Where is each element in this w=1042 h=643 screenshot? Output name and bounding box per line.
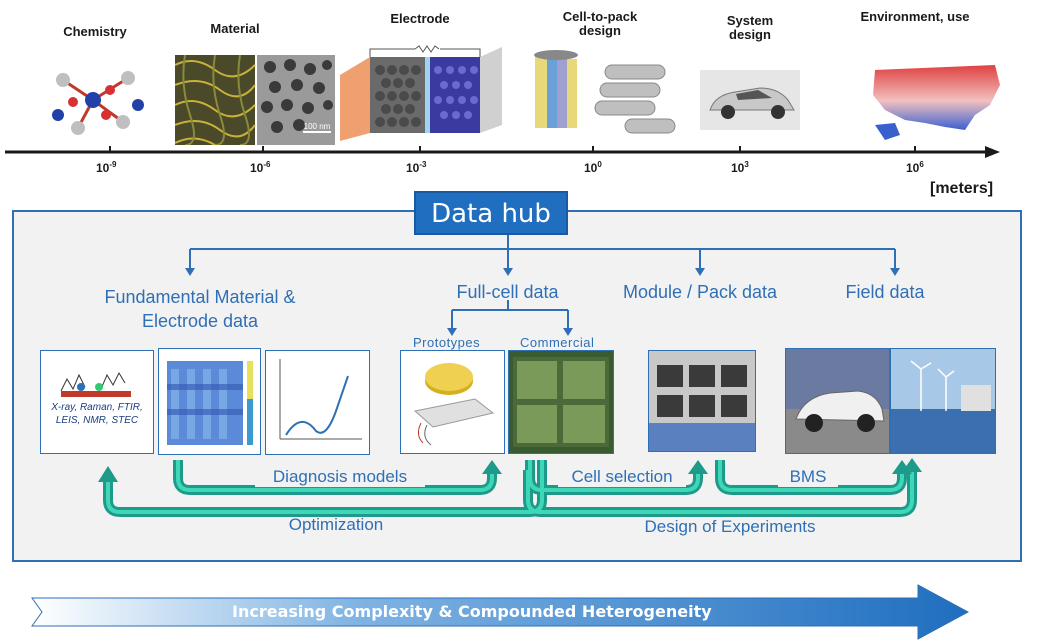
- banner-text: Increasing Complexity & Compounded Heter…: [232, 602, 712, 621]
- flow-label-cell-selection: Cell selection: [558, 467, 686, 487]
- unit-label: [meters]: [930, 180, 994, 197]
- material-micrograph-image: 100 nm: [175, 55, 335, 145]
- tick-label: 10-3: [406, 160, 427, 175]
- category-environment: Environment, use: [860, 9, 970, 24]
- nyquist-plot-image: [265, 350, 370, 455]
- renewables-image: [890, 348, 996, 454]
- tick-label: 100: [584, 160, 602, 175]
- subcategory-prototypes: Prototypes: [413, 335, 481, 350]
- flow-label-optimization: Optimization: [288, 515, 384, 534]
- category-chemistry: Chemistry: [63, 24, 127, 39]
- cell-to-pack-image: [534, 50, 676, 134]
- subcategory-commercial: Commercial: [520, 335, 595, 350]
- spectroscopy-image: X-ray, Raman, FTIR, LEIS, NMR, STEC: [40, 350, 154, 454]
- electrode-image: [340, 45, 502, 141]
- category-fullcell: Full-cell data: [456, 282, 559, 302]
- tick-label: 103: [731, 160, 749, 175]
- heatmap-image: [158, 348, 261, 455]
- category-electrode: Electrode: [390, 11, 450, 26]
- commercial-cells-image: [508, 350, 614, 454]
- category-module-pack: Module / Pack data: [622, 282, 778, 302]
- complexity-banner-arrow: [31, 584, 970, 640]
- car-image: [700, 70, 800, 130]
- scale-bar-label: 100 nm: [304, 122, 331, 131]
- data-hub-title: Data hub: [414, 191, 568, 235]
- ev-car-image: [785, 348, 890, 454]
- tick-label: 10-9: [96, 160, 117, 175]
- usa-map-image: [873, 65, 1000, 140]
- tick-label: 10-6: [250, 160, 271, 175]
- length-axis: [5, 146, 1000, 158]
- prototype-cells-image: [400, 350, 505, 454]
- flow-label-doe: Design of Experiments: [644, 517, 816, 536]
- category-field: Field data: [845, 282, 925, 302]
- category-material: Material: [210, 21, 260, 36]
- flow-label-bms: BMS: [778, 467, 838, 487]
- flow-label-diagnosis: Diagnosis models: [255, 467, 425, 487]
- techniques-label: X-ray, Raman, FTIR, LEIS, NMR, STEC: [51, 402, 143, 426]
- chemistry-molecule-image: [52, 71, 144, 135]
- category-cell-to-pack: Cell-to-pack design: [562, 9, 638, 38]
- module-pack-image: [648, 350, 756, 452]
- category-fundamental: Fundamental Material & Electrode data: [104, 287, 296, 331]
- tick-label: 106: [906, 160, 924, 175]
- category-system: System design: [726, 13, 774, 42]
